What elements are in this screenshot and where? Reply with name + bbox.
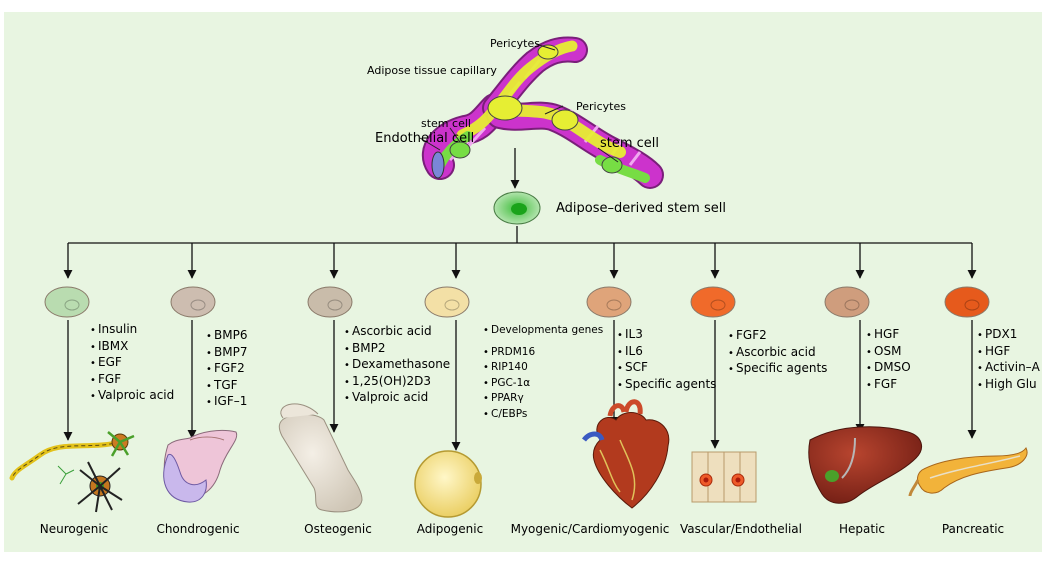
factor-item: PGC-1α <box>483 376 603 392</box>
factor-list-neurogenic: Insulin IBMX EGF FGF Valproic acid <box>90 322 174 405</box>
factor-item: BMP2 <box>344 341 450 358</box>
factor-item: FGF2 <box>728 328 827 345</box>
output-label-pancreatic: Pancreatic <box>941 522 1005 536</box>
output-label-vascular: Vascular/Endothelial <box>680 522 802 536</box>
factor-item: IL6 <box>617 344 716 361</box>
factor-item: TGF <box>206 378 247 395</box>
factor-item: FGF2 <box>206 361 247 378</box>
bone-illustration <box>278 403 363 513</box>
capillary-illustration <box>419 36 664 189</box>
progenitor-cell-osteogenic <box>307 286 353 318</box>
source-cell-label: Adipose–derived stem sell <box>556 201 726 216</box>
factor-item: Specific agents <box>617 377 716 394</box>
factor-item: DMSO <box>866 360 911 377</box>
factor-item: EGF <box>90 355 174 372</box>
progenitor-cell-adipogenic <box>424 286 470 318</box>
progenitor-cells <box>44 286 990 318</box>
output-label-hepatic: Hepatic <box>838 522 886 536</box>
factor-item: PDX1 <box>977 327 1040 344</box>
output-label-neurogenic: Neurogenic <box>39 522 109 536</box>
factor-list-myogenic: IL3 IL6 SCF Specific agents <box>617 327 716 393</box>
factor-list-vascular: FGF2 Ascorbic acid Specific agents <box>728 328 827 378</box>
factor-item: HGF <box>977 344 1040 361</box>
liver-illustration <box>808 426 923 504</box>
factor-item: Specific agents <box>728 361 827 378</box>
stem-cell-label-left: stem cell <box>421 117 471 130</box>
factor-item: 1,25(OH)2D3 <box>344 374 450 391</box>
factor-item: BMP7 <box>206 345 247 362</box>
factor-item: PPARγ <box>483 391 603 407</box>
factor-list-chondrogenic: BMP6 BMP7 FGF2 TGF IGF–1 <box>206 328 247 411</box>
pancreas-illustration <box>908 447 1028 497</box>
pericytes-label-right: Pericytes <box>576 100 626 113</box>
factor-item: Activin–A <box>977 360 1040 377</box>
factor-list-hepatic: HGF OSM DMSO FGF <box>866 327 911 393</box>
factor-item: C/EBPs <box>483 407 603 423</box>
adipose-stem-cell <box>493 191 541 225</box>
heart-illustration <box>582 399 670 509</box>
factor-item: BMP6 <box>206 328 247 345</box>
factor-item: Developmenta genes <box>483 323 603 339</box>
output-label-adipogenic: Adipogenic <box>416 522 484 536</box>
factor-item: PRDM16 <box>483 345 603 361</box>
factor-item: HGF <box>866 327 911 344</box>
factor-list-adipogenic: Developmenta genes PRDM16 RIP140 PGC-1α … <box>483 323 603 422</box>
neuron-illustration <box>9 431 135 513</box>
output-label-osteogenic: Osteogenic <box>304 522 372 536</box>
stem-cell-label-right: stem cell <box>600 136 660 151</box>
factor-item: IBMX <box>90 339 174 356</box>
capillary-label: Adipose tissue capillary <box>367 64 497 77</box>
progenitor-cell-hepatic <box>824 286 870 318</box>
branch-connectors <box>68 226 972 244</box>
factor-item: Dexamethasone <box>344 357 450 374</box>
factor-item: SCF <box>617 360 716 377</box>
adipocyte-illustration <box>414 450 482 518</box>
endothelial-cell-label: Endothelial cell <box>375 131 475 146</box>
factor-item: Insulin <box>90 322 174 339</box>
factor-item: OSM <box>866 344 911 361</box>
progenitor-cell-pancreatic <box>944 286 990 318</box>
factor-list-pancreatic: PDX1 HGF Activin–A High Glu <box>977 327 1040 393</box>
factor-item: Ascorbic acid <box>728 345 827 362</box>
progenitor-cell-chondrogenic <box>170 286 216 318</box>
factor-item: Ascorbic acid <box>344 324 450 341</box>
factor-item: FGF <box>866 377 911 394</box>
progenitor-cell-vascular <box>690 286 736 318</box>
factor-item: RIP140 <box>483 360 603 376</box>
factor-item: IL3 <box>617 327 716 344</box>
factor-item: IGF–1 <box>206 394 247 411</box>
progenitor-cell-myogenic <box>586 286 632 318</box>
vascular-illustration <box>691 451 757 503</box>
progenitor-cell-neurogenic <box>44 286 90 318</box>
output-label-chondrogenic: Chondrogenic <box>156 522 240 536</box>
factor-item: FGF <box>90 372 174 389</box>
branch-arrows <box>63 243 977 279</box>
factor-item: High Glu <box>977 377 1040 394</box>
factor-item: Valproic acid <box>90 388 174 405</box>
output-label-myogenic: Myogenic/Cardiomyogenic <box>510 522 670 536</box>
factor-list-osteogenic: Ascorbic acid BMP2 Dexamethasone 1,25(OH… <box>344 324 450 407</box>
factor-item: Valproic acid <box>344 390 450 407</box>
pericytes-label-top: Pericytes <box>490 37 540 50</box>
cartilage-illustration <box>163 429 238 503</box>
